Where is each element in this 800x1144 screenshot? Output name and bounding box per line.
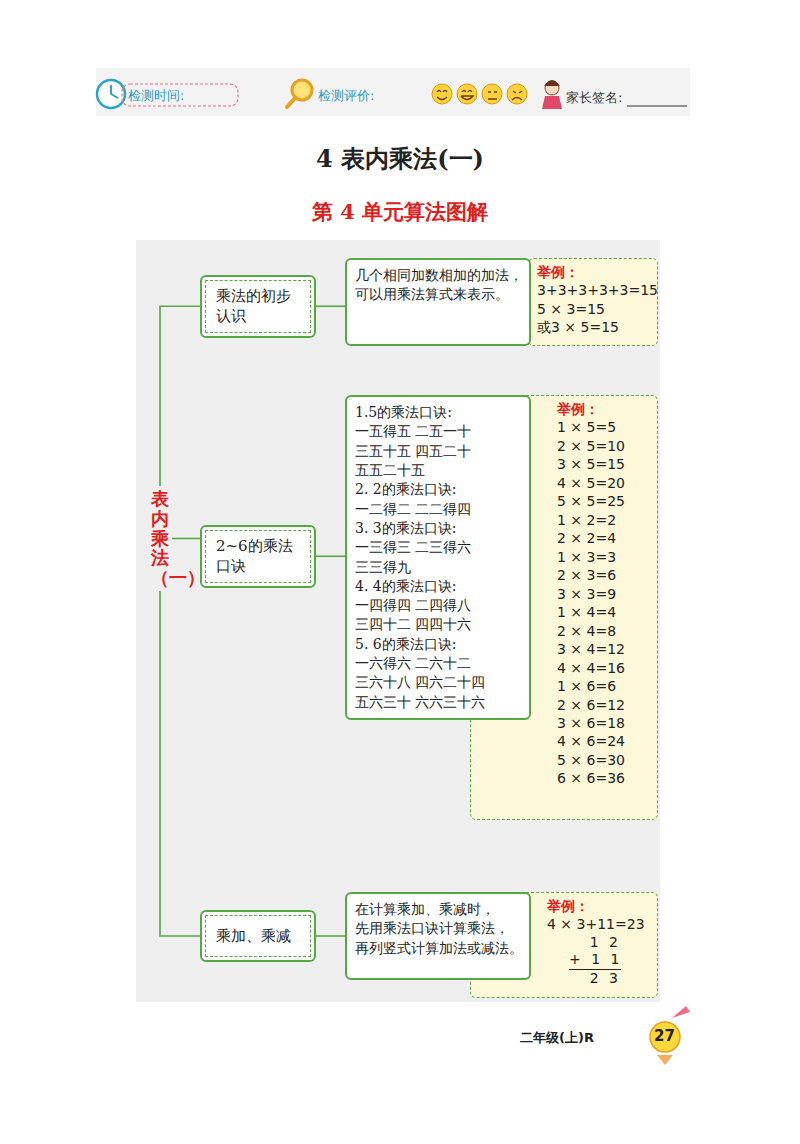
- example-line: 3 × 6=18: [557, 714, 649, 732]
- topic-box: 乘法的初步认识: [200, 275, 316, 338]
- example-line: 2 × 6=12: [557, 696, 649, 714]
- tree-connector: [172, 538, 200, 540]
- field-label: 检测时间:: [128, 87, 184, 105]
- rule-text: 3. 3的乘法口诀:: [355, 519, 521, 538]
- example-line: 4 × 6=24: [557, 732, 649, 750]
- example-line: 3 × 3=9: [557, 585, 649, 603]
- topic-text: 2~6的乘法口诀: [216, 536, 300, 577]
- field-label: 检测评价:: [318, 87, 374, 105]
- page-title: 4 表内乘法(一): [0, 143, 800, 175]
- topic-text: 乘加、乘减: [216, 926, 300, 946]
- example-line: 1 2: [569, 934, 621, 952]
- example-line: 4 × 4=16: [557, 659, 649, 677]
- content-box: 1.5的乘法口诀:一五得五 二五一十 三五十五 四五二十 五五二十五2. 2的乘…: [345, 395, 531, 720]
- example-line: 4 × 5=20: [557, 474, 649, 492]
- example-line: 1 × 4=4: [557, 603, 649, 621]
- page-number: 27: [654, 1027, 675, 1045]
- tree-connector: [316, 555, 345, 557]
- field-label: 家长签名:: [566, 89, 622, 107]
- tree-connector: [160, 306, 200, 486]
- topic-box: 2~6的乘法口诀: [200, 525, 316, 588]
- root-label: 表内乘法（一）: [148, 486, 172, 591]
- face-features: [437, 91, 522, 101]
- rule-text: 一五得五 二五一十 三五十五 四五二十 五五二十五: [355, 422, 521, 480]
- example-line: 2 × 2=4: [557, 529, 649, 547]
- diagram-panel: [136, 240, 660, 1002]
- example-line: 1 × 2=2: [557, 511, 649, 529]
- subtitle: 第 4 单元算法图解: [0, 198, 800, 226]
- topic-text: 乘法的初步认识: [216, 286, 300, 327]
- example-line: 5 × 5=25: [557, 492, 649, 510]
- clock-icon: [97, 80, 125, 108]
- example-line: + 1 1: [569, 951, 621, 970]
- parent-icon: [542, 80, 562, 109]
- example-box: 举例：3+3+3+3+3=155 × 3=15或3 × 5=15: [528, 258, 658, 346]
- tree-connector: [316, 305, 345, 307]
- magnifier-icon: [287, 80, 312, 107]
- example-line: 5 × 6=30: [557, 751, 649, 769]
- example-line: 4 × 3+11=23: [547, 915, 649, 933]
- content-box: 几个相同加数相加的加法，可以用乘法算式来表示。: [345, 258, 531, 346]
- example-line: 或3 × 5=15: [537, 318, 649, 336]
- example-line: 1 × 5=5: [557, 418, 649, 436]
- example-heading: 举例：: [537, 263, 649, 281]
- content-box: 在计算乘加、乘减时，先用乘法口诀计算乘法，再列竖式计算加法或减法。: [345, 892, 531, 980]
- example-line: 2 × 3=6: [557, 566, 649, 584]
- page-number-badge: [650, 1006, 690, 1065]
- rule-text: 一四得四 二四得八 三四十二 四四十六: [355, 596, 521, 635]
- time-field: [122, 84, 238, 106]
- rule-text: 几个相同加数相加的加法，可以用乘法算式来表示。: [355, 266, 521, 305]
- example-heading: 举例：: [557, 400, 649, 418]
- rule-text: 在计算乘加、乘减时，先用乘法口诀计算乘法，再列竖式计算加法或减法。: [355, 900, 521, 958]
- example-line: 1 × 3=3: [557, 548, 649, 566]
- example-line: 3 × 4=12: [557, 640, 649, 658]
- example-line: 2 3: [569, 970, 621, 988]
- header-band: [96, 68, 690, 116]
- example-line: 2 × 4=8: [557, 622, 649, 640]
- tree-connector: [160, 591, 200, 936]
- root-text: 表内乘法（一）: [151, 489, 169, 588]
- rule-text: 一三得三 二三得六 三三得九: [355, 538, 521, 577]
- example-line: 3+3+3+3+3=15: [537, 281, 649, 299]
- rule-text: 4. 4的乘法口诀:: [355, 577, 521, 596]
- rule-text: 一二得二 二二得四: [355, 500, 521, 519]
- rule-text: 2. 2的乘法口诀:: [355, 480, 521, 499]
- example-line: 5 × 3=15: [537, 300, 649, 318]
- example-heading: 举例：: [547, 897, 649, 915]
- rule-text: 1.5的乘法口诀:: [355, 403, 521, 422]
- example-line: 6 × 6=36: [557, 769, 649, 787]
- tree-connector: [316, 935, 345, 937]
- example-line: 2 × 5=10: [557, 437, 649, 455]
- rating-faces: [432, 84, 527, 104]
- signature-line: [627, 106, 687, 107]
- footer-grade: 二年级(上)R: [520, 1029, 594, 1047]
- example-line: 1 × 6=6: [557, 677, 649, 695]
- topic-box: 乘加、乘减: [200, 910, 316, 962]
- example-line: 3 × 5=15: [557, 455, 649, 473]
- rule-text: 5. 6的乘法口诀:: [355, 635, 521, 654]
- rule-text: 一六得六 二六十二 三六十八 四六二十四 五六三十 六六三十六: [355, 654, 521, 712]
